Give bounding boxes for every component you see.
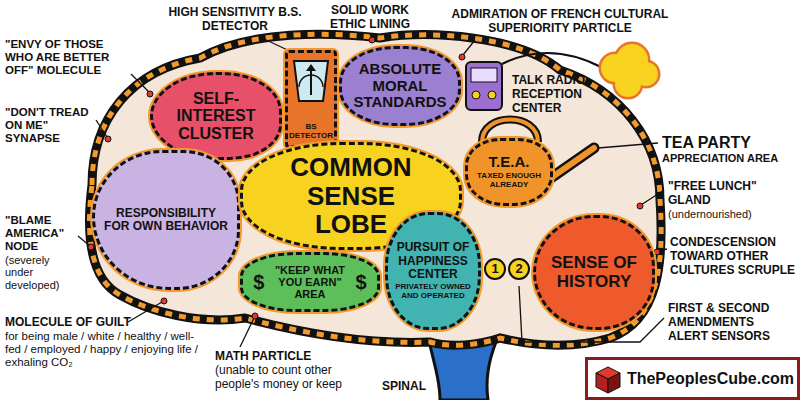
- callout-label: for being male / white / healthy / well-…: [5, 330, 210, 370]
- lobe-title: ThePeoplesCube.com: [627, 370, 794, 388]
- sensor-circle: 2: [508, 258, 530, 280]
- callout-label: (undernourished): [668, 208, 796, 221]
- lobe-subtext: TAXED ENOUGH ALREADY: [474, 172, 544, 190]
- brain-lobe: PURSUIT OF HAPPINESS CENTER PRIVATELY OWN…: [385, 212, 481, 330]
- lobe-subtext: "KEEP WHAT YOU EARN" AREA: [265, 264, 355, 300]
- lobe-title: PURSUIT OF HAPPINESS CENTER: [394, 241, 472, 281]
- callout-label: TEA PARTY: [662, 134, 792, 152]
- lobe-title: RESPONSIBILITY FOR OWN BEHAVIOR: [103, 207, 229, 233]
- brain-lobe: SENSE OF HISTORY: [533, 215, 655, 330]
- lobe-title: $: [253, 271, 264, 293]
- lobe-title: 1: [491, 262, 498, 276]
- teapot: T.E.A.TAXED ENOUGH ALREADY: [465, 138, 553, 206]
- bs-detector: BS DETECTOR: [285, 50, 337, 148]
- cube-logo: [594, 365, 622, 395]
- lobe-title: BS DETECTOR: [289, 123, 333, 141]
- brain-lobe: $"KEEP WHAT YOU EARN" AREA$: [240, 252, 380, 312]
- site-box: ThePeoplesCube.com: [585, 357, 800, 400]
- callout-label: CONDESCENSION TOWARD OTHER CULTURES SCRU…: [670, 236, 796, 277]
- callout-label: "BLAME AMERICA" NODE: [5, 214, 79, 254]
- lobe-subtext: PRIVATELY OWNED AND OPERATED: [394, 283, 472, 301]
- callout-label: MATH PARTICLE: [215, 350, 375, 364]
- lobe-title: T.E.A.: [489, 154, 530, 171]
- callout-label: SOLID WORK ETHIC LINING: [318, 4, 422, 32]
- lobe-title: SELF-INTEREST CLUSTER: [167, 90, 265, 143]
- callout-label: FIRST & SECOND AMENDMENTS ALERT SENSORS: [668, 302, 796, 343]
- callout-label: (severely under developed): [5, 254, 79, 292]
- callout-label: "ENVY OF THOSE WHO ARE BETTER OFF" MOLEC…: [5, 38, 133, 78]
- lobe-subtext: $: [356, 271, 367, 293]
- lobe-title: 2: [515, 262, 522, 276]
- callout-label: "DON'T TREAD ON ME" SYNAPSE: [5, 106, 95, 146]
- callout-label: TALK RADIO RECEPTION CENTER: [512, 74, 598, 115]
- gauge-icon: [291, 57, 331, 105]
- callout-label: (unable to count other people's money or…: [215, 364, 375, 392]
- lobe-title: SENSE OF HISTORY: [546, 254, 642, 291]
- hot-air-cloud: [601, 44, 658, 97]
- callout-label: MOLECULE OF GUILT: [5, 316, 205, 330]
- callout-label: "FREE LUNCH" GLAND: [668, 180, 796, 208]
- brain-lobe: SELF-INTEREST CLUSTER: [150, 72, 282, 160]
- particle-dots: [88, 37, 660, 319]
- callout-label: SPINAL: [382, 380, 430, 394]
- callout-label: ADMIRATION OF FRENCH CULTURAL SUPERIORIT…: [440, 8, 680, 36]
- work-ethic-lining: [89, 34, 661, 345]
- lobe-title: ABSOLUTE MORAL STANDARDS: [353, 61, 446, 111]
- leader-lines: [78, 34, 667, 347]
- sensor-circle: 1: [484, 258, 506, 280]
- callout-label: HIGH SENSITIVITY B.S. DETECTOR: [160, 6, 310, 34]
- callout-label: APPRECIATION AREA: [662, 152, 792, 165]
- brain-lobe: ABSOLUTE MORAL STANDARDS: [339, 46, 461, 126]
- brain-outline: [89, 34, 661, 345]
